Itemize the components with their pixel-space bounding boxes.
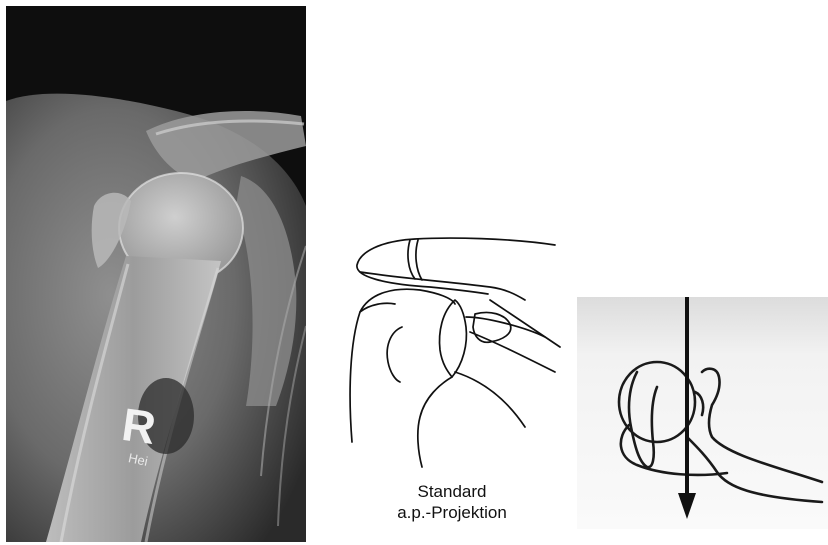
humeral-head-outline bbox=[350, 289, 455, 442]
caption-line-2: a.p.-Projektion bbox=[372, 502, 532, 523]
beam-direction-diagram bbox=[577, 297, 828, 529]
glenoid-outline bbox=[440, 300, 467, 377]
coracoid-outline bbox=[473, 312, 511, 342]
ap-projection-schematic bbox=[340, 232, 565, 472]
side-marker-letter: R bbox=[115, 398, 164, 453]
acromion-outline bbox=[357, 238, 555, 294]
shoulder-xray-image: R Hei bbox=[6, 6, 306, 542]
ac-joint-outline bbox=[408, 240, 415, 279]
projection-caption: Standard a.p.-Projektion bbox=[372, 481, 532, 523]
caption-line-1: Standard bbox=[372, 481, 532, 502]
